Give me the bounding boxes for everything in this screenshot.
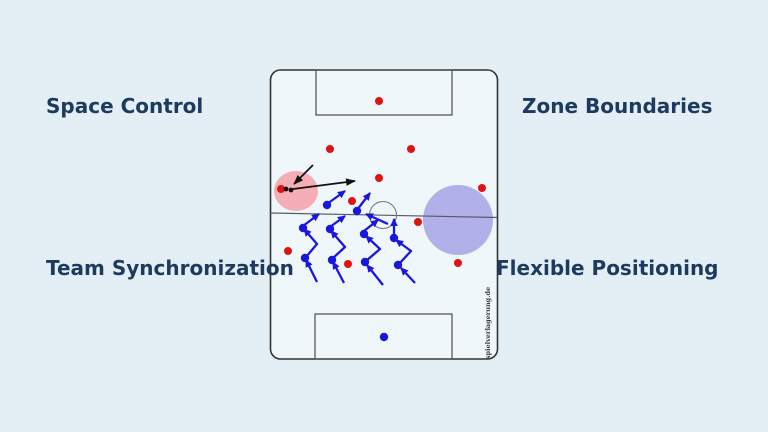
- label-flexible-positioning: Flexible Positioning: [496, 256, 719, 280]
- label-space-control: Space Control: [46, 94, 204, 118]
- blue-player-dot: [300, 253, 310, 263]
- movement-arrow: [303, 228, 319, 258]
- red-player-dot: [454, 259, 462, 267]
- red-player-dot: [326, 145, 334, 153]
- red-player-dot: [344, 260, 352, 268]
- blue-player-dot: [298, 223, 308, 233]
- blue-player-dot: [322, 200, 332, 210]
- blue-player-dot: [389, 233, 399, 243]
- movement-arrow: [304, 259, 319, 283]
- pass-arrow: [292, 178, 356, 190]
- red-player-dot: [478, 184, 486, 192]
- flexible-positioning-zone: [423, 185, 493, 255]
- movement-arrow: [366, 264, 384, 286]
- label-zone-boundaries: Zone Boundaries: [522, 94, 713, 118]
- blue-player-dot: [325, 224, 335, 234]
- movement-arrow: [363, 219, 379, 232]
- blue-player-dot: [360, 257, 370, 267]
- ball-marker-dot: [288, 187, 294, 193]
- red-player-dot: [375, 174, 383, 182]
- red-player-dot: [407, 145, 415, 153]
- blue-player-dot: [359, 229, 369, 239]
- movement-arrow: [330, 230, 347, 260]
- red-player-dot: [414, 218, 422, 226]
- bottom-penalty-box: [314, 313, 453, 360]
- movement-arrow: [329, 215, 346, 228]
- blue-player-dot: [352, 206, 362, 216]
- movement-arrow: [356, 192, 371, 211]
- movement-arrow: [365, 235, 382, 262]
- movement-arrow: [302, 213, 320, 227]
- top-penalty-box: [315, 69, 453, 116]
- movement-arrow: [326, 190, 346, 205]
- red-player-dot: [348, 197, 356, 205]
- ball-marker-dot: [283, 186, 289, 192]
- pass-arrow: [293, 164, 314, 185]
- label-team-synchronization: Team Synchronization: [46, 256, 294, 280]
- blue-player-dot: [379, 332, 389, 342]
- blue-player-dot: [327, 255, 337, 265]
- space-control-zone: [274, 171, 318, 211]
- movement-arrow: [331, 261, 346, 284]
- watermark-text: spielverlagerung.de: [484, 287, 492, 359]
- red-player-dot: [277, 185, 285, 193]
- red-player-dot: [284, 247, 292, 255]
- movement-arrow: [365, 212, 389, 226]
- halfway-line: [270, 212, 498, 219]
- movement-arrow: [395, 239, 413, 265]
- red-player-dot: [375, 97, 383, 105]
- movement-arrow: [400, 267, 416, 284]
- blue-player-dot: [393, 260, 403, 270]
